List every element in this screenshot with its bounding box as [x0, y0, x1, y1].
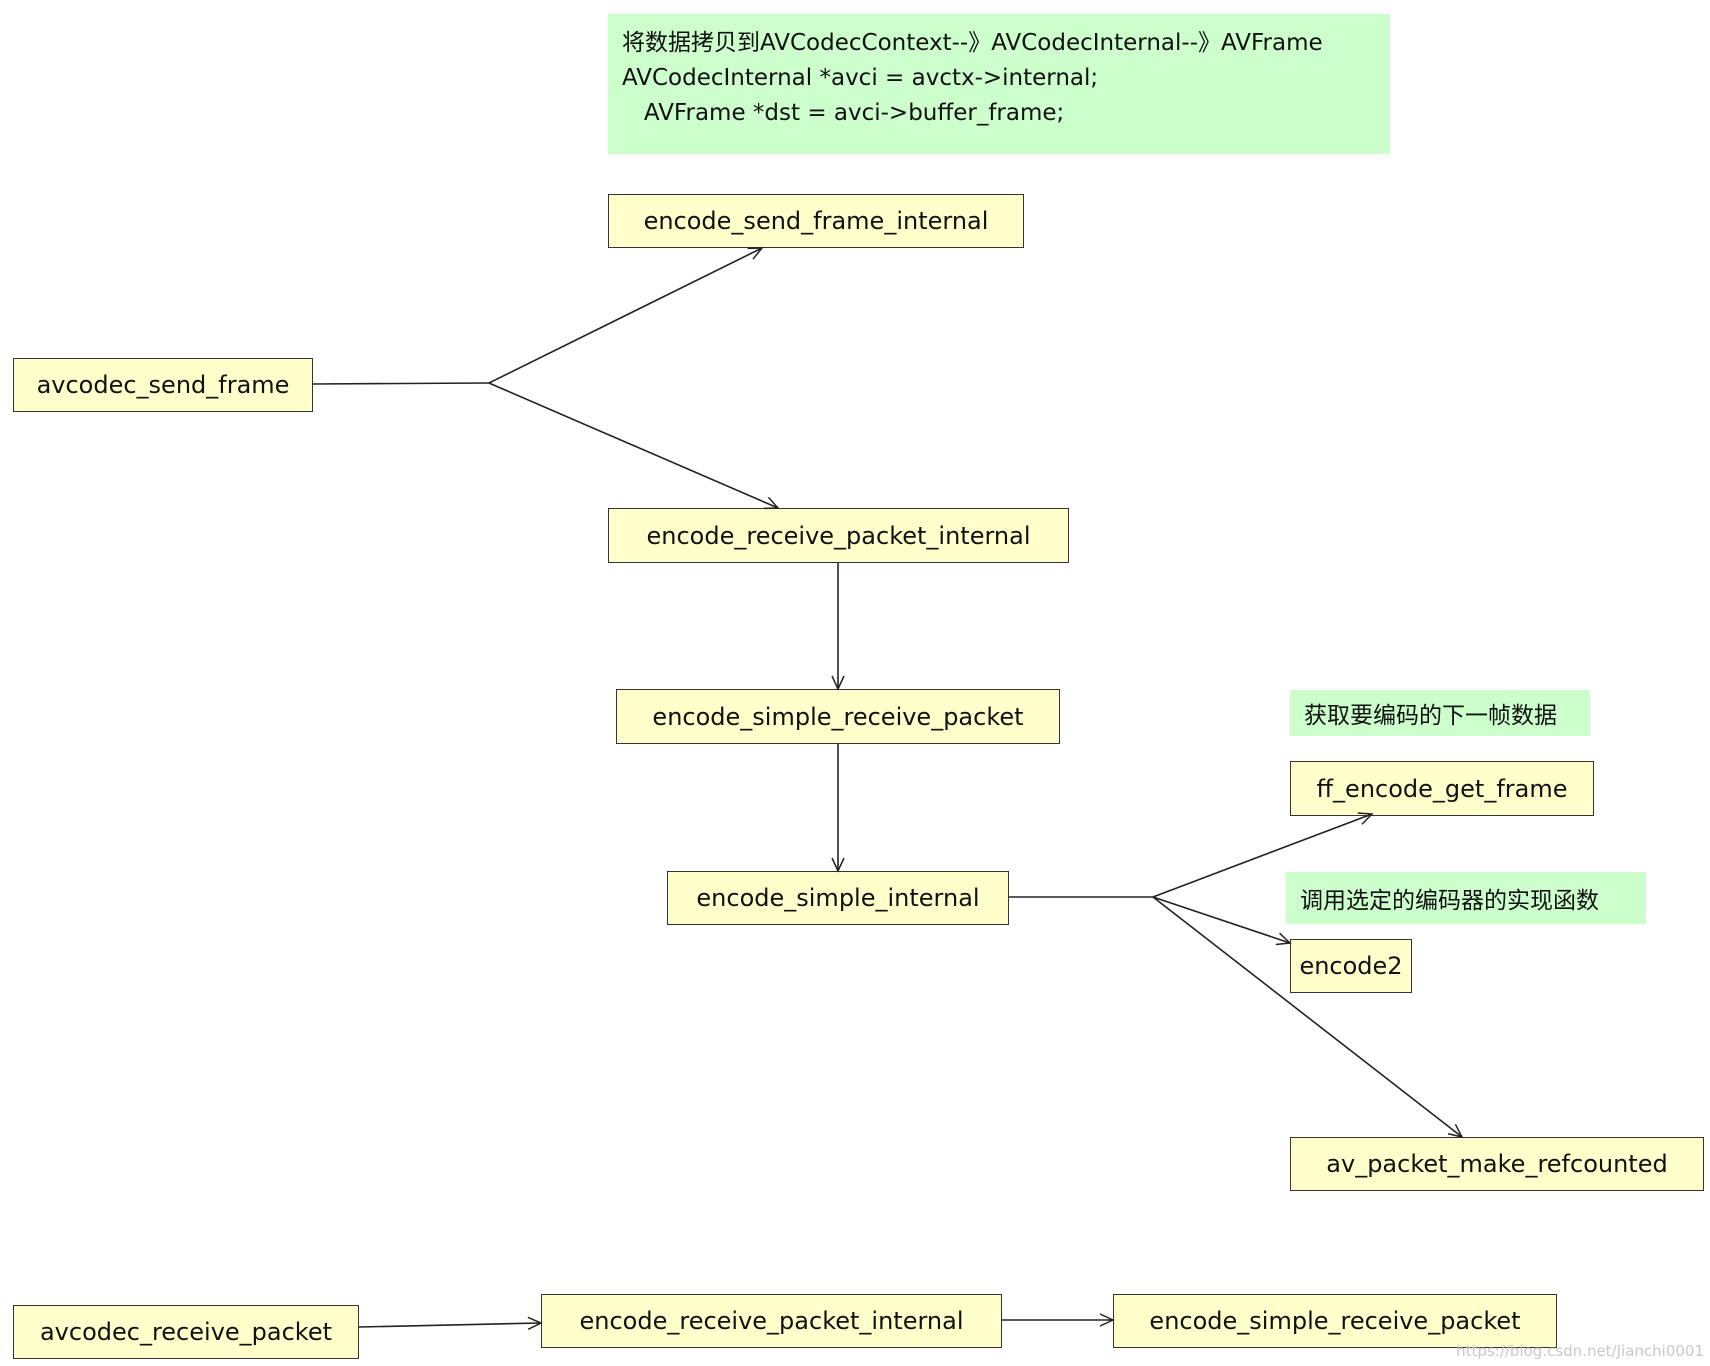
- node-avcodec-send-frame: avcodec_send_frame: [13, 358, 313, 412]
- node-ff-encode-get-frame: ff_encode_get_frame: [1290, 761, 1594, 816]
- node-encode-simple-receive-packet-bottom: encode_simple_receive_packet: [1113, 1294, 1557, 1348]
- edge-receive-packet-to-internal: [358, 1316, 543, 1330]
- node-encode-simple-receive-packet: encode_simple_receive_packet: [616, 689, 1060, 744]
- edge-to-encode-receive-packet-internal: [488, 382, 780, 510]
- node-encode2: encode2: [1290, 939, 1412, 993]
- note-line-1: 将数据拷贝到AVCodecContext--》AVCodecInternal--…: [622, 30, 1323, 56]
- note-get-next-frame: 获取要编码的下一帧数据: [1290, 690, 1590, 736]
- edge-to-encode2: [1152, 896, 1292, 946]
- edge-to-encode-send-frame-internal: [488, 247, 764, 384]
- edge-send-frame-trunk: [312, 382, 490, 385]
- note-copy-data: 将数据拷贝到AVCodecContext--》AVCodecInternal--…: [608, 14, 1390, 154]
- note-call-encoder-impl: 调用选定的编码器的实现函数: [1286, 872, 1646, 924]
- node-encode-receive-packet-internal-bottom: encode_receive_packet_internal: [541, 1294, 1002, 1348]
- edge-to-av-packet-make-refcounted: [1152, 896, 1464, 1139]
- watermark: https://blog.csdn.net/Jianchi0001: [1456, 1342, 1704, 1360]
- node-avcodec-receive-packet: avcodec_receive_packet: [13, 1305, 359, 1359]
- edge-to-ff-encode-get-frame: [1152, 812, 1374, 898]
- node-encode-receive-packet-internal: encode_receive_packet_internal: [608, 508, 1069, 563]
- node-encode-send-frame-internal: encode_send_frame_internal: [608, 194, 1024, 248]
- node-av-packet-make-refcounted: av_packet_make_refcounted: [1290, 1137, 1704, 1191]
- note-line-2: AVCodecInternal *avci = avctx->internal;: [622, 65, 1099, 91]
- note-line-3: AVFrame *dst = avci->buffer_frame;: [622, 100, 1065, 126]
